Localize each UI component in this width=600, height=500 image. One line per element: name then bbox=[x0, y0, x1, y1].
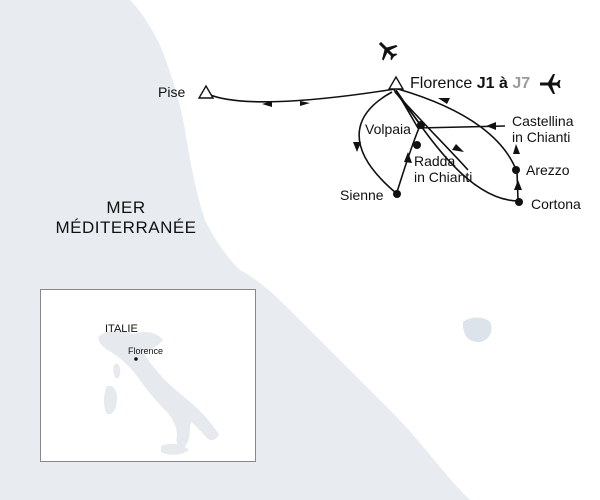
city-label-florence: Florence J1 à J7 bbox=[410, 75, 530, 93]
arrow-icon bbox=[514, 180, 522, 190]
sea-label-line2: MÉDITERRANÉE bbox=[55, 218, 197, 237]
route-arezzo-florence bbox=[397, 88, 518, 173]
land-mass bbox=[130, 0, 600, 500]
castellina-line1: Castellina bbox=[512, 113, 574, 129]
sea-label: MER MÉDITERRANÉE bbox=[48, 198, 204, 238]
airplane-icon bbox=[378, 41, 398, 61]
route-florence-cortona bbox=[395, 89, 519, 202]
route-arrows bbox=[262, 98, 522, 190]
route-florence-castellina bbox=[396, 91, 506, 129]
route-florence-radda bbox=[394, 91, 469, 171]
inset-map-graphic bbox=[41, 290, 255, 461]
inset-country-label: ITALIE bbox=[105, 323, 138, 335]
castellina-line2: in Chianti bbox=[512, 129, 571, 145]
inset-map: ITALIE Florence bbox=[40, 289, 256, 462]
city-label-cortona: Cortona bbox=[531, 196, 581, 212]
arrow-icon bbox=[486, 122, 496, 130]
florence-name: Florence bbox=[410, 75, 473, 92]
island bbox=[462, 317, 492, 343]
dot-marker-icon bbox=[417, 121, 425, 129]
airplane-icon bbox=[540, 74, 561, 94]
arrow-icon bbox=[353, 142, 361, 152]
sea-label-line1: MER bbox=[106, 198, 146, 217]
city-label-pise: Pise bbox=[158, 84, 186, 100]
city-label-radda: Radda in Chianti bbox=[414, 153, 472, 185]
day-end: J7 bbox=[512, 75, 531, 92]
dot-marker-icon bbox=[512, 166, 520, 174]
city-label-castellina: Castellina in Chianti bbox=[512, 113, 573, 145]
dot-marker-icon bbox=[515, 198, 523, 206]
sardinia-shape bbox=[104, 385, 117, 415]
florence-dot-icon bbox=[134, 357, 138, 361]
city-label-sienne: Sienne bbox=[340, 187, 384, 203]
arrow-icon bbox=[438, 98, 450, 104]
arrow-icon bbox=[262, 101, 272, 107]
arrow-icon bbox=[300, 101, 310, 106]
city-markers bbox=[197, 75, 523, 206]
dot-marker-icon bbox=[393, 190, 401, 198]
triangle-marker-icon bbox=[387, 75, 405, 90]
city-label-volpaia: Volpaia bbox=[365, 121, 411, 137]
coast-detail bbox=[329, 394, 340, 406]
arrow-icon bbox=[452, 144, 464, 152]
day-start: J1 bbox=[476, 75, 495, 92]
arrow-icon bbox=[404, 152, 412, 163]
city-label-arezzo: Arezzo bbox=[526, 162, 570, 178]
dot-marker-icon bbox=[413, 141, 421, 149]
triangle-marker-icon bbox=[197, 84, 215, 99]
sicily-shape bbox=[161, 443, 189, 455]
radda-line1: Radda bbox=[414, 153, 456, 169]
italy-shape bbox=[98, 330, 219, 448]
route-florence-sienne bbox=[358, 91, 397, 194]
route-pise-florence bbox=[207, 88, 396, 103]
radda-line2: in Chianti bbox=[414, 169, 473, 185]
day-joiner: à bbox=[498, 75, 508, 92]
corsica-shape bbox=[113, 363, 121, 379]
inset-city-label: Florence bbox=[128, 346, 164, 356]
arrow-icon bbox=[513, 144, 520, 154]
